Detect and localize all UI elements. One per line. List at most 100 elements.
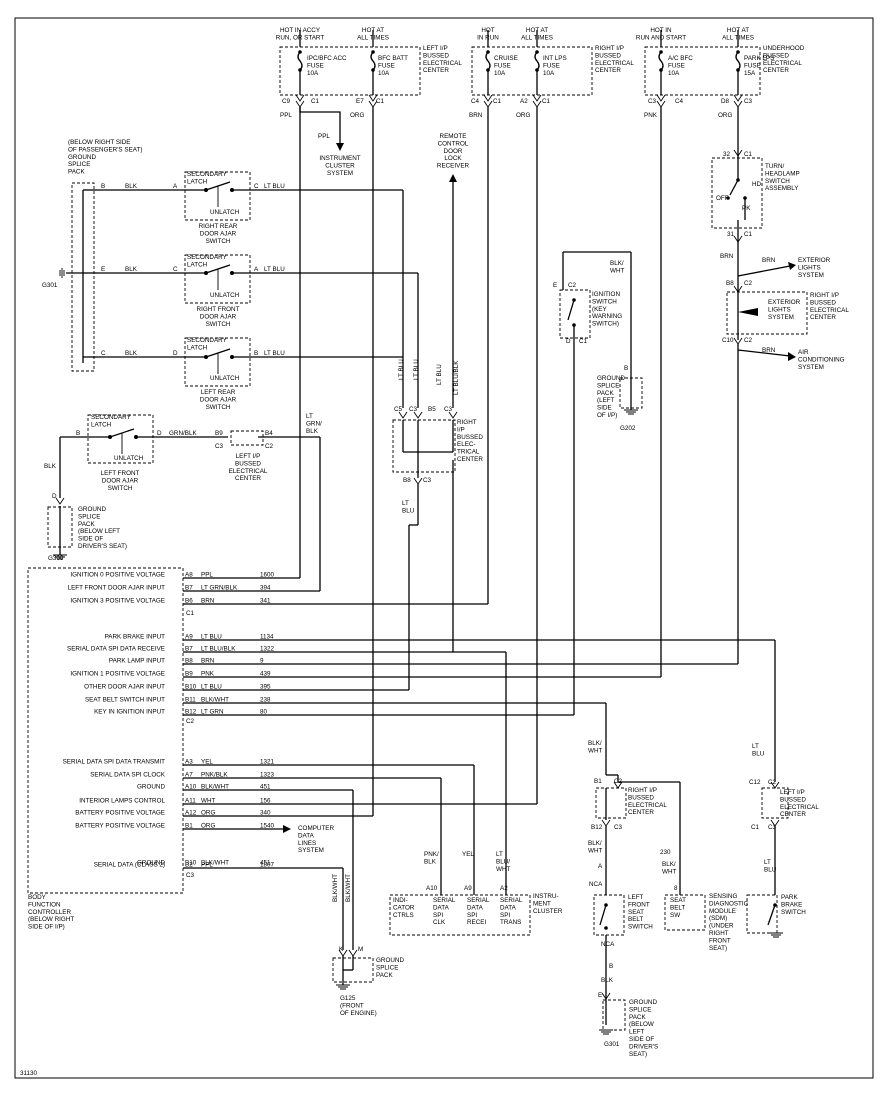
bfc-pin: B12 (185, 709, 197, 716)
label-lr-c: C (101, 350, 106, 357)
bfc-wire-color: BLK/WHT (201, 784, 229, 791)
bfc-pin: A10 (185, 784, 197, 791)
label-g125-w2: BLK/WHT (345, 874, 352, 902)
label-sb-e: E (598, 992, 602, 999)
label-sb-blkwht: BLK/WHT (588, 740, 602, 754)
bfc-pin: B8 (185, 658, 193, 665)
label-g300: G300 (48, 555, 64, 562)
bfc-circuit-number: 80 (260, 709, 268, 716)
label-rf-e: E (101, 266, 105, 273)
body-function-controller (27, 567, 184, 894)
bfc-circuit-number: 341 (260, 598, 271, 605)
label-ign-e: E (553, 282, 557, 289)
label-lr-un: UNLATCH (210, 375, 240, 382)
label-w-ppl2: PPL (318, 133, 330, 140)
bfc-wire-color: LT GRN/BLK (201, 585, 238, 592)
bfc-function-label: BATTERY POSITIVE VOLTAGE (75, 810, 165, 817)
bfc-circuit-number: 1323 (260, 772, 275, 779)
bfc-function-label: SERIAL DATA SPI DATA TRANSMIT (63, 759, 166, 766)
bfc-function-label: PARK LAMP INPUT (109, 658, 165, 665)
bfc-pin: B10 (185, 860, 197, 867)
label-lf-d: D (157, 430, 162, 437)
bfc-pin: A11 (185, 798, 196, 805)
label-mid-ltblu2: LT BLU (413, 359, 420, 380)
label-w-org3: ORG (718, 112, 732, 119)
label-g301-left: G301 (42, 282, 58, 289)
label-ic-a9: A9 (464, 885, 472, 892)
bfc-wire-color: LT BLU/BLK (201, 646, 236, 653)
bfc-wire-color: LT BLU (201, 684, 222, 691)
label-g301-b: G301 (604, 1041, 620, 1048)
left-front-door-ajar-switch (55, 414, 321, 591)
label-mid-c3c: C3 (423, 477, 432, 484)
label-fig-id: 31130 (20, 1070, 38, 1077)
label-rf-blk: BLK (125, 266, 138, 273)
label-ic-a2: A2 (500, 885, 508, 892)
label-lf-dd: D (52, 493, 57, 500)
label-mid-ltblu1: LT BLU (398, 359, 405, 380)
bfc-circuit-number: 1321 (260, 759, 275, 766)
bfc-pin: B6 (185, 598, 193, 605)
label-sdm-8: 8 (674, 885, 678, 892)
label-sb-b: B (609, 963, 613, 970)
label-ext-c2b: C2 (744, 337, 753, 344)
label-lf-c2: C2 (265, 443, 274, 450)
label-mid-b5: B5 (428, 406, 436, 413)
label-c2-lab: C2 (186, 718, 195, 725)
label-lf-b: B (76, 430, 80, 437)
bfc-wire-color: BRN (201, 598, 215, 605)
bfc-function-label: BATTERY POSITIVE VOLTAGE (75, 823, 165, 830)
label-ign-blkwht: BLK/WHT (610, 260, 624, 274)
bfc-function-label: SERIAL DATA SPI DATA RECEIVE (67, 646, 165, 653)
bfc-circuit-number: 439 (260, 671, 271, 678)
label-w-ppl: PPL (280, 112, 292, 119)
left-rear-door-ajar-switch (97, 337, 403, 387)
label-turn-31: 31 (727, 231, 735, 238)
bfc-function-label: GROUND (137, 860, 165, 867)
label-sb-nca1: NCA (589, 881, 603, 888)
label-rf-c: C (173, 266, 178, 273)
instrument-cluster (389, 894, 531, 936)
bfc-function-label: SERIAL DATA SPI CLOCK (90, 772, 166, 779)
bfc-wire-color: BRN (201, 658, 215, 665)
label-pb-c2: C2 (768, 779, 777, 786)
right-ip-center-mid (392, 411, 458, 690)
label-d8: D8 (721, 98, 730, 105)
label-rr-ltblu: LT BLU (264, 183, 285, 190)
label-mid-b8: B8 (403, 477, 411, 484)
label-pb-c3: C3 (768, 824, 777, 831)
label-ign-c2: C2 (568, 282, 577, 289)
label-lf-b9: B9 (215, 430, 223, 437)
bfc-wire-color: PNK (201, 671, 215, 678)
label-sb-c3: C3 (614, 824, 623, 831)
label-lr-b: B (254, 350, 258, 357)
